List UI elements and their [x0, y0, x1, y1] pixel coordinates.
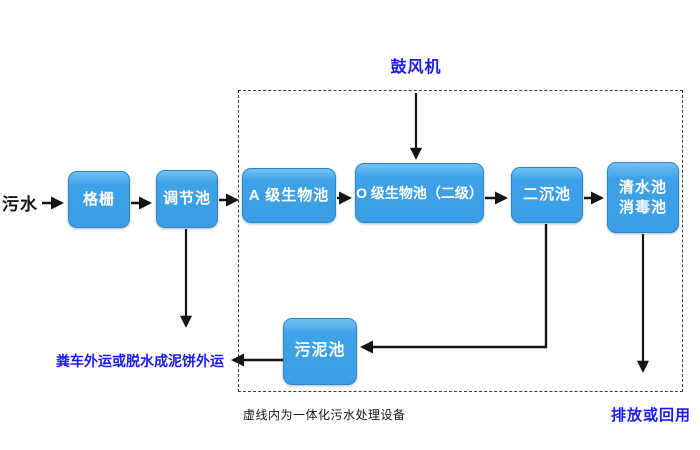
node-regulating-tank: 调节池 [156, 170, 218, 228]
node-regulating-tank-label: 调节池 [162, 190, 211, 208]
node-o-bio-tank-label: O 级生物池（二级） [356, 184, 483, 201]
node-o-bio-tank: O 级生物池（二级） [355, 163, 484, 223]
influent-label: 污水 [2, 195, 38, 214]
node-grid-screen: 格栅 [68, 171, 130, 228]
blower-label: 鼓风机 [390, 59, 442, 76]
node-clear-water-tank-label: 清水池 [618, 179, 667, 196]
effluent-discharge-label: 排放或回用 [611, 407, 692, 424]
sludge-disposal-label: 粪车外运或脱水成泥饼外运 [56, 353, 224, 369]
node-sludge-tank: 污泥池 [283, 318, 357, 385]
node-secondary-sedimentation-tank: 二沉池 [511, 167, 583, 223]
node-disinfection-tank-label: 消毒池 [618, 198, 667, 216]
dashed-boundary-caption: 虚线内为一体化污水处理设备 [243, 408, 406, 422]
node-secondary-sedimentation-tank-label: 二沉池 [522, 186, 571, 204]
node-a-bio-tank-label: A 级生物池 [248, 186, 330, 204]
node-sludge-tank-label: 污泥池 [294, 342, 346, 360]
node-a-bio-tank: A 级生物池 [242, 168, 336, 223]
node-clear-water-disinfection-tank: 清水池 消毒池 [607, 162, 679, 233]
node-grid-screen-label: 格栅 [82, 190, 115, 208]
integrated-equipment-dashed-boundary [238, 90, 683, 392]
